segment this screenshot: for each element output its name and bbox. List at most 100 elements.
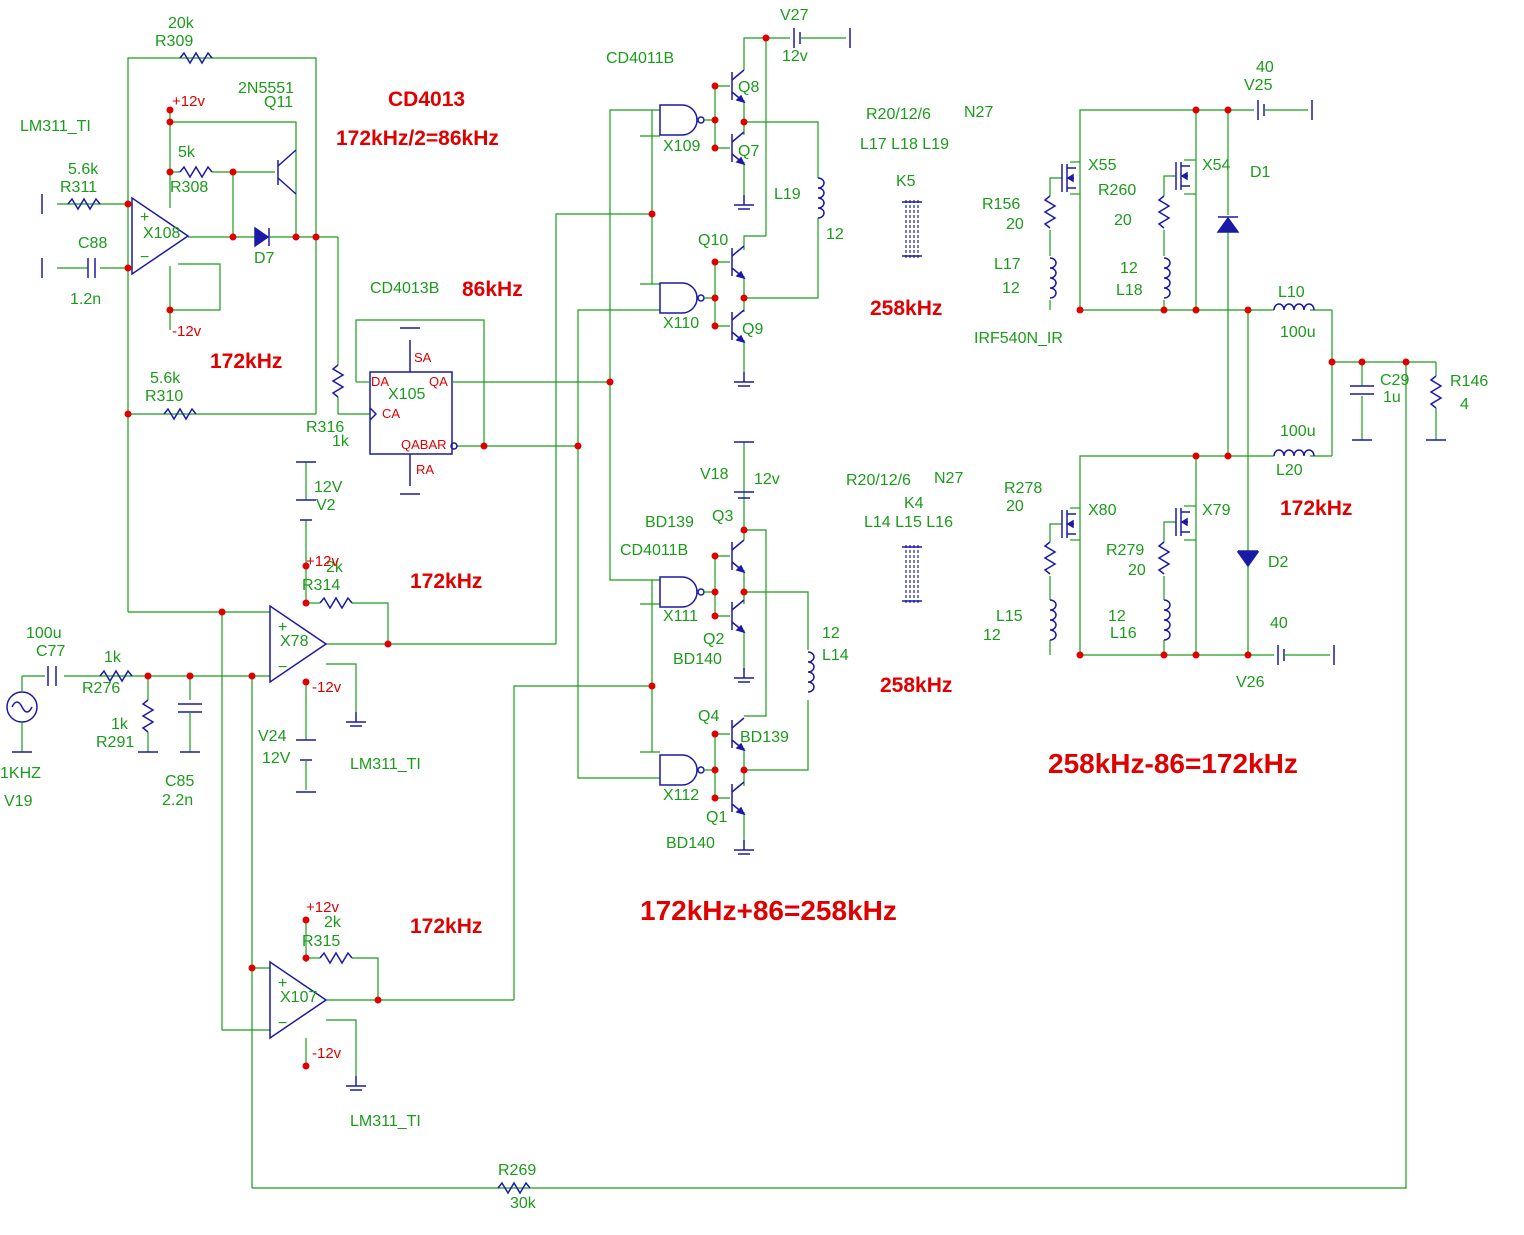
annotation-172khz-c: 172kHz [410,915,482,938]
label-c77-val: 100u [26,625,62,642]
inductor-l19 [817,177,825,219]
source-v24 [296,739,316,793]
label-x80: X80 [1088,502,1117,519]
label-r260: R260 [1098,182,1136,199]
mosfet-x55 [1061,163,1077,193]
nand-gate-x112 [659,754,705,786]
capacitor-c85 [178,703,202,753]
supply-p12-c: +12v [306,899,339,916]
label-x109: X109 [663,138,700,155]
label-v27-val: 12v [782,48,808,65]
label-d2: D2 [1268,554,1289,571]
label-r309: R309 [155,33,193,50]
wires-power-bot [1049,455,1332,656]
label-x108-type: LM311_TI [20,118,91,135]
resistor-r314 [319,597,353,609]
supply-m12-c: -12v [312,1045,342,1062]
label-r146: R146 [1450,373,1488,390]
label-x111: X111 [663,608,698,625]
label-r311-val: 5.6k [68,161,99,178]
label-r278: R278 [1004,480,1042,497]
mosfet-x80 [1061,509,1077,539]
label-c85-val: 2.2n [162,792,193,809]
wires-x107 [252,362,1407,1189]
label-q2: Q2 [703,631,724,648]
label-v2: V2 [316,497,336,514]
label-l10-val: 100u [1280,324,1316,341]
label-x108: X108 [143,225,180,242]
label-r315: R315 [302,933,340,950]
ground-x78 [345,711,367,727]
annotation-divider: 172kHz/2=86kHz [336,127,499,150]
label-v25-val: 40 [1256,59,1274,76]
signal-source-v19 [6,675,45,753]
label-d1: D1 [1250,164,1271,181]
label-v18: V18 [700,466,729,483]
label-r276-val: 1k [104,649,122,666]
label-l19: L19 [774,186,801,203]
annotation-sum: 172kHz+86=258kHz [640,895,897,926]
label-l14: L14 [822,647,849,664]
label-x78: X78 [280,633,309,650]
ground-q2 [733,667,755,683]
label-r308-val: 5k [178,144,196,161]
label-q4: Q4 [698,708,719,725]
resistor-r146 [1430,375,1442,409]
inductor-l14 [807,651,815,693]
ground-x107 [345,1075,367,1091]
inductor-l17 [1049,257,1057,299]
supply-m12-b: -12v [312,679,342,696]
svg-text:+: + [278,619,287,636]
label-r314-val: 2k [326,559,344,576]
label-q11: Q11 [264,94,293,111]
label-k5: K5 [896,173,916,190]
label-l10: L10 [1278,284,1305,301]
annotation-172khz-a: 172kHz [210,350,282,373]
label-l18-val: 12 [1120,260,1138,277]
label-v19-val: 1KHZ [0,765,41,782]
pin-qabar: QABAR [401,437,447,452]
label-k5-core: R20/12/6 [866,106,931,123]
label-v24-val: 12V [262,750,291,767]
capacitor-c29 [1350,385,1374,441]
annotation-258khz-b: 258kHz [880,674,952,697]
label-r156-val: 20 [1006,216,1024,233]
label-gate-bot-type: CD4011B [620,542,688,559]
source-v25 [1257,100,1313,120]
svg-text:+: + [278,975,287,992]
capacitor-c88 [41,194,96,278]
label-k4-ind: L14 L15 L16 [864,514,953,531]
annotation-cd4013: CD4013 [388,88,465,111]
inductor-l15 [1049,599,1057,641]
label-q4-type: BD139 [740,729,789,746]
label-q11-type: 2N5551 [238,80,294,97]
label-l16: L16 [1110,625,1137,642]
label-x107: X107 [280,989,317,1006]
label-r269-val: 30k [510,1195,537,1212]
diode-d2 [1236,550,1260,568]
label-r314: R314 [302,577,340,594]
label-l15: L15 [996,608,1023,625]
ground-q1 [733,839,755,855]
mosfet-x79 [1175,507,1191,537]
label-r146-val: 4 [1460,396,1469,413]
label-r316: R316 [306,419,344,436]
label-v24: V24 [258,728,287,745]
resistor-r308 [179,166,213,178]
junction-dots [124,34,1410,1070]
pin-ra: RA [416,462,434,477]
wires-power-top [1049,109,1437,655]
label-r278-val: 20 [1006,498,1024,515]
label-q9: Q9 [742,321,763,338]
label-c29: C29 [1380,372,1409,389]
transistor-q11 [277,149,297,195]
label-k4: K4 [904,495,924,512]
source-v2 [296,461,316,521]
component-labels: 20k R309 2N5551 Q11 LM311_TI 5k R308 5.6… [0,7,1488,1212]
wires-driver-bot [704,442,809,846]
label-k4-mat: N27 [934,470,963,487]
label-x105: X105 [388,386,425,403]
label-r309-val: 20k [168,15,195,32]
label-k4-core: R20/12/6 [846,472,911,489]
